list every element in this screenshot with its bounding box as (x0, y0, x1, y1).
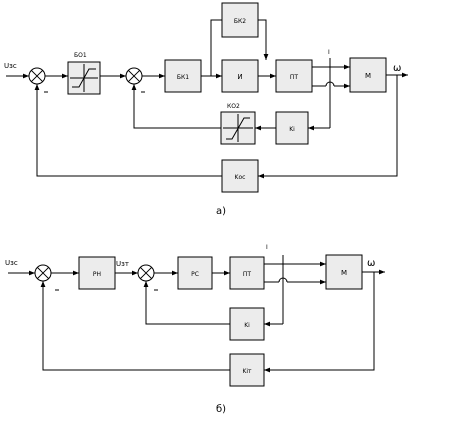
diagram-b-output-label: ω (367, 258, 375, 269)
diagram-b-caption: б) (216, 404, 226, 415)
diagram-a-block-kos (221, 159, 259, 193)
diagram-b-sum-1 (34, 264, 52, 282)
diagram-a-limiter-label: БО1 (74, 52, 87, 59)
diagram-a-caption: а) (216, 206, 226, 217)
diagram-b-connections (8, 255, 385, 373)
diagram-a-motor-label: М (365, 72, 371, 80)
diagram-a-output-label: ω (393, 63, 401, 74)
diagram-a: Uзс ω I а) БО1 БК1 БК2 (4, 2, 408, 217)
diagram-b-uzt-label: Uзт (116, 260, 129, 268)
diagram-a-block-limiter (67, 61, 101, 95)
diagram-a-sum-2 (125, 67, 143, 85)
diagram-b-block-motor (325, 254, 363, 290)
diagram-a-ko2-label: КО2 (227, 103, 240, 110)
diagram-a-block-pt (275, 59, 313, 93)
diagram-b-current-label: I (266, 244, 268, 251)
diagram-a-connections (6, 19, 408, 179)
diagram-a-input-label: Uзс (4, 62, 17, 70)
diagram-b: Uзс Uзт ω I б) РН РС ПТ М (5, 244, 385, 415)
diagram-b-block-kit (229, 353, 265, 387)
diagram-b-kit-label: Kіт (242, 368, 252, 375)
diagram-a-kos-label: Kос (235, 174, 246, 181)
diagram-b-motor-label: М (341, 269, 347, 277)
diagram-b-rn-label: РН (93, 271, 101, 278)
diagram-a-ki-label: Kі (289, 126, 295, 133)
diagram-a-sum-1 (28, 67, 46, 85)
diagram-a-current-label: I (328, 49, 330, 56)
diagram-b-pt-label: ПТ (243, 271, 252, 278)
diagram-b-ki-label: Kі (244, 322, 250, 329)
diagram-b-input-label: Uзс (5, 259, 18, 267)
diagram-a-bk1-label: БК1 (177, 74, 189, 81)
diagram-a-pt-label: ПТ (290, 74, 299, 81)
diagram-a-block-ko2 (220, 111, 256, 145)
diagram-a-bk2-label: БК2 (234, 18, 246, 25)
diagram-b-sum-2 (137, 264, 155, 282)
diagram-a-i-label: И (237, 73, 242, 81)
diagram-a-block-motor (349, 57, 387, 93)
diagram-b-rs-label: РС (191, 271, 199, 278)
